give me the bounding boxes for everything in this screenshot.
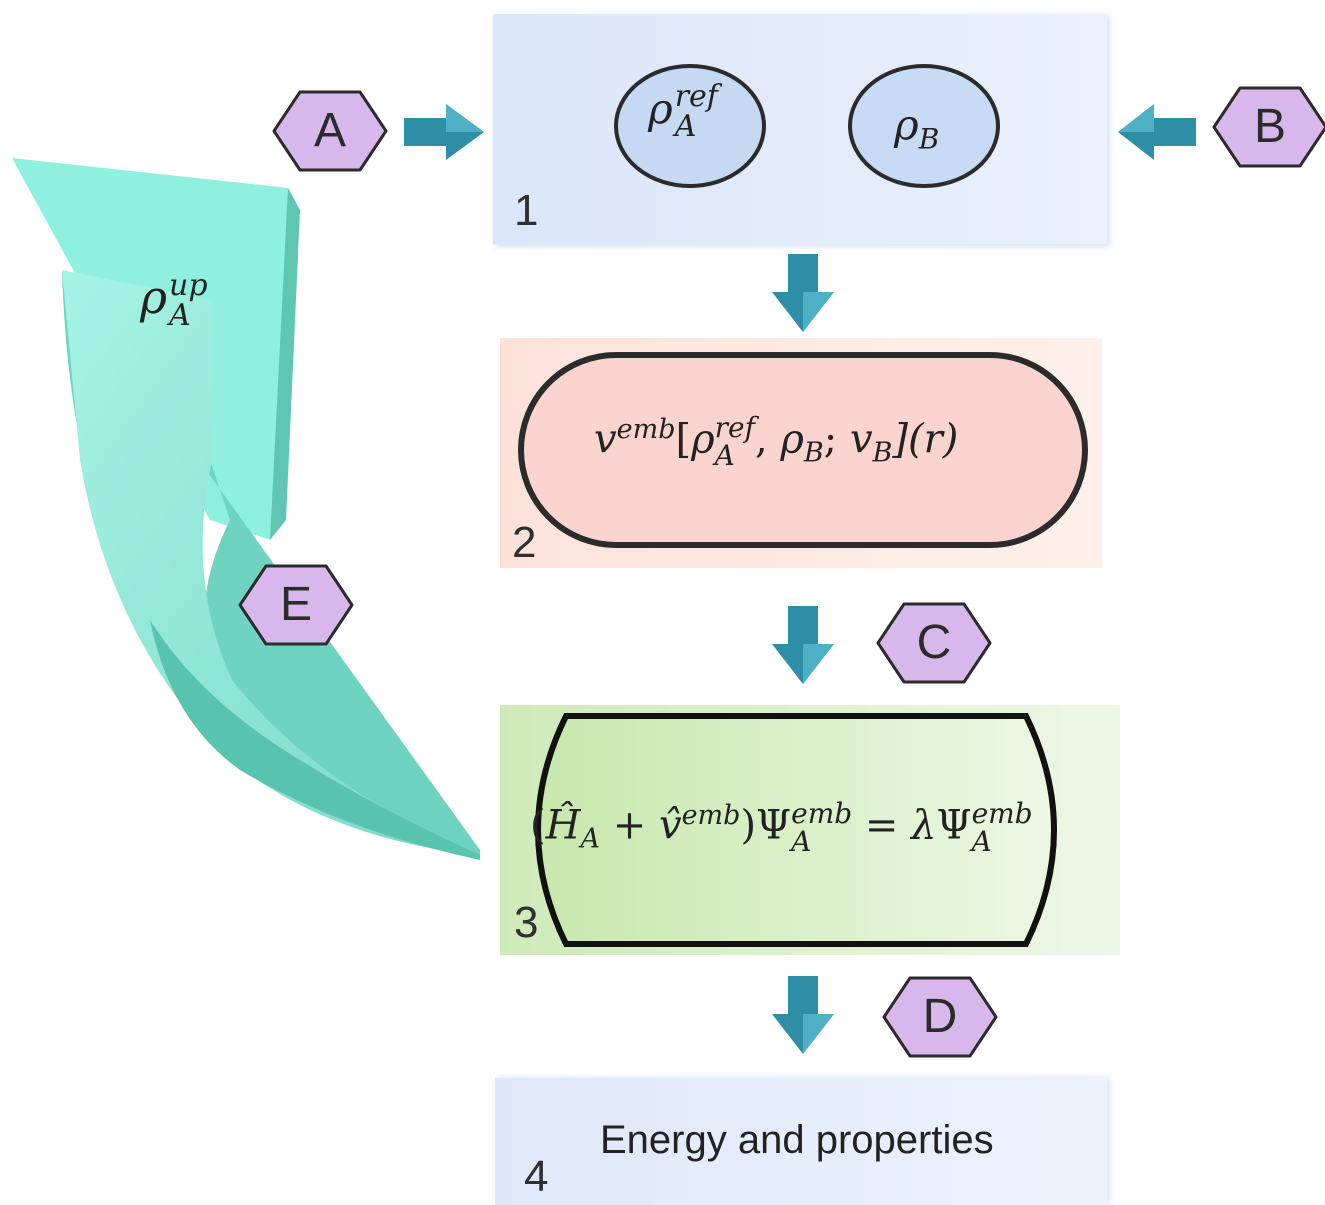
schrodinger-embedding-equation: (ĤA + v̂emb)Ψ emb A = λΨ emb A <box>530 797 1033 859</box>
badge-c: C <box>874 598 994 688</box>
step2-number: 2 <box>512 518 537 567</box>
arrow-panel3-to-panel4 <box>772 976 834 1054</box>
step1-panel <box>493 14 1107 244</box>
step3-number: 3 <box>514 898 539 947</box>
rho-a-ref-circle <box>614 64 766 188</box>
step4-panel <box>495 1078 1107 1205</box>
step2-pill <box>518 352 1088 548</box>
arrow-b-to-panel1 <box>1118 104 1196 160</box>
rho-a-ref-label: ρ ref A <box>648 79 718 144</box>
energy-properties-label: Energy and properties <box>600 1118 994 1162</box>
step3-hexagon <box>535 713 1057 947</box>
rho-b-circle <box>848 64 1000 188</box>
embedding-potential-equation: vemb[ρ ref A , ρB; vB](r) <box>594 411 959 473</box>
rho-b-label: ρB <box>894 100 940 156</box>
rho-a-up-label: ρ up A <box>140 268 208 333</box>
arrow-panel2-to-panel3 <box>772 606 834 684</box>
badge-a: A <box>270 86 390 176</box>
step1-number: 1 <box>514 186 539 235</box>
arrow-panel1-to-panel2 <box>772 254 834 332</box>
step4-number: 4 <box>524 1152 549 1201</box>
badge-d: D <box>880 972 1000 1062</box>
badge-b: B <box>1210 82 1325 172</box>
badge-e: E <box>236 560 356 650</box>
arrow-a-to-panel1 <box>404 104 484 160</box>
